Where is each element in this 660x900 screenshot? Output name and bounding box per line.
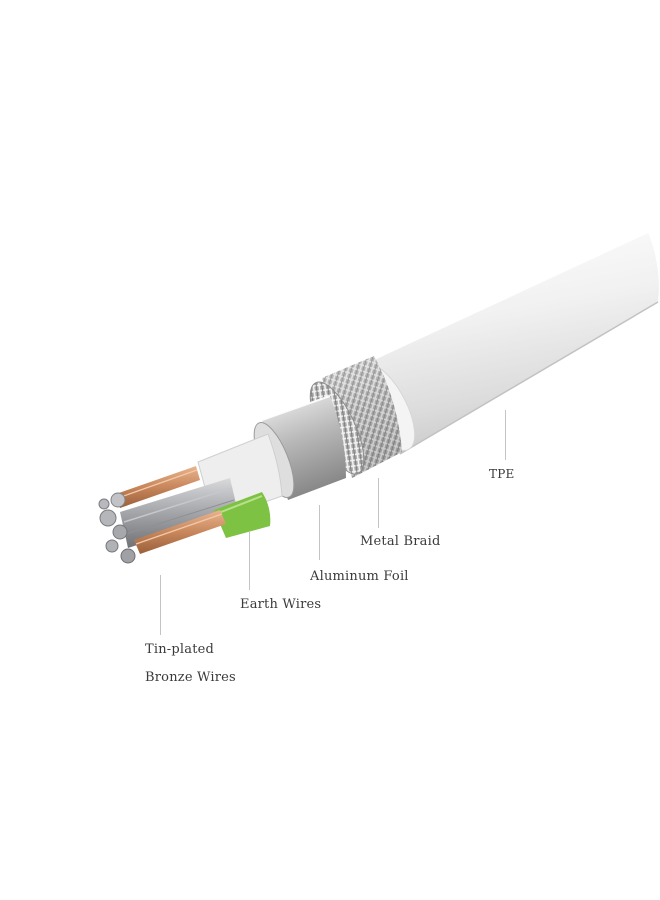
label-bronze-wires-line2: Bronze Wires bbox=[145, 670, 236, 685]
grey-strands bbox=[120, 478, 238, 548]
leader-line-bronze-wires bbox=[160, 575, 161, 635]
copper-wire-upper bbox=[116, 466, 200, 508]
leader-line-aluminum-foil bbox=[319, 505, 320, 560]
earth-wire bbox=[214, 492, 271, 538]
copper-wire-lower bbox=[134, 510, 226, 554]
leader-line-tpe bbox=[505, 410, 506, 460]
wire-ends bbox=[98, 492, 136, 564]
label-metal-braid: Metal Braid bbox=[360, 534, 441, 549]
leader-line-metal-braid bbox=[378, 478, 379, 528]
label-bronze-wires-line1: Tin-plated bbox=[145, 642, 215, 657]
label-aluminum-foil: Aluminum Foil bbox=[310, 569, 409, 584]
label-tpe: TPE bbox=[489, 467, 515, 481]
label-earth-wires: Earth Wires bbox=[240, 597, 322, 612]
leader-line-earth-wires bbox=[249, 532, 250, 590]
